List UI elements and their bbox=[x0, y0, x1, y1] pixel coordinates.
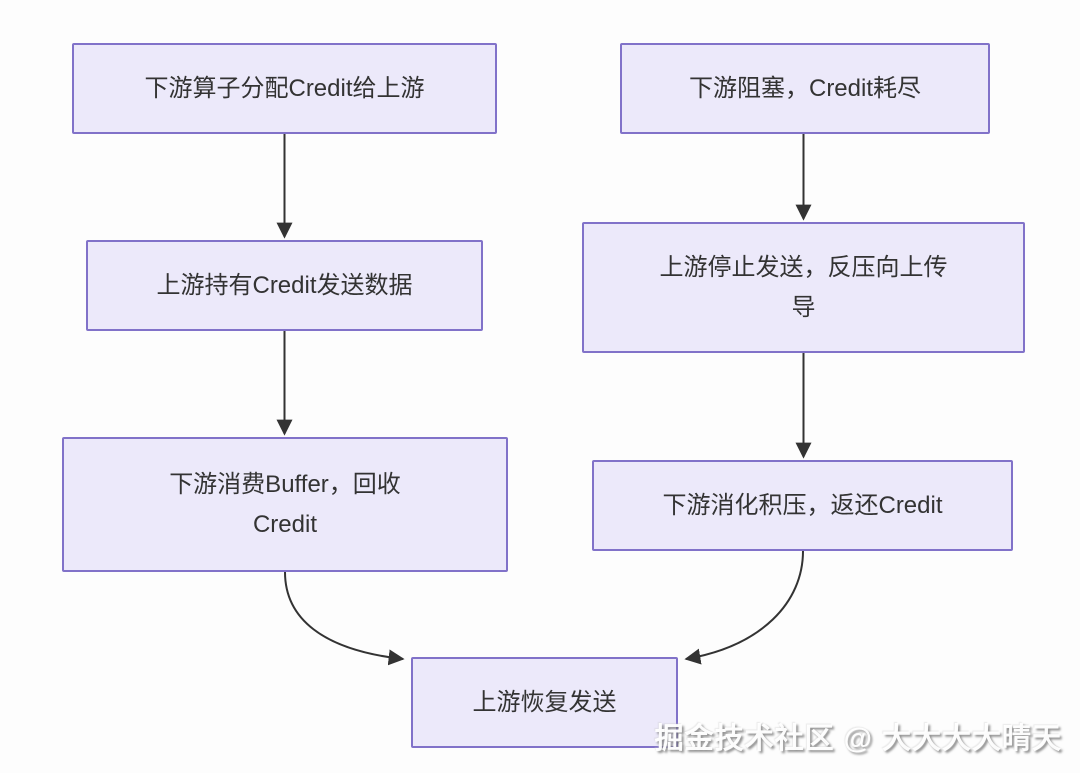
arrow-left3-to-bottom bbox=[284, 571, 405, 666]
flow-box-upstream-stops-backpressure-propagates: 上游停止发送，反压向上传 导 bbox=[582, 222, 1025, 353]
flow-box-downstream-allocates-credit: 下游算子分配Credit给上游 bbox=[72, 43, 497, 134]
flow-box-upstream-resumes-sending: 上游恢复发送 bbox=[411, 657, 678, 748]
flow-box-downstream-digests-backlog-returns-credit: 下游消化积压，返还Credit bbox=[592, 460, 1013, 551]
flow-box-downstream-blocked-credit-exhausted: 下游阻塞，Credit耗尽 bbox=[620, 43, 990, 134]
watermark: 掘金技术社区 @ 大大大大晴天 bbox=[654, 723, 1062, 755]
arrow-right3-to-bottom bbox=[684, 550, 804, 665]
flow-box-upstream-sends-with-credit: 上游持有Credit发送数据 bbox=[86, 240, 483, 331]
flow-box-downstream-consumes-buffer-recycles-credit: 下游消费Buffer，回收 Credit bbox=[62, 437, 508, 572]
